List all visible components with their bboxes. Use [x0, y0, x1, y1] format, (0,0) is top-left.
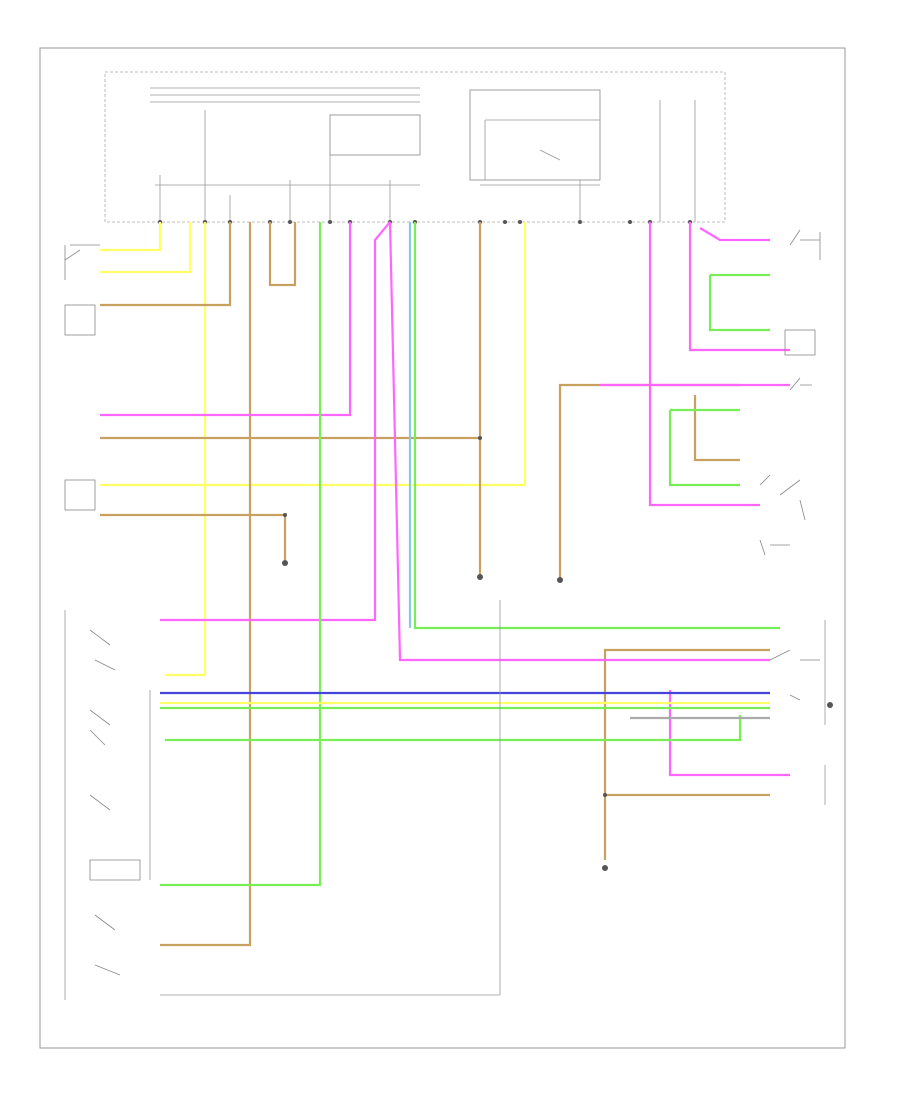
brown-wires [100, 222, 770, 947]
ground-g5 [827, 702, 833, 708]
key-switch [769, 620, 826, 805]
combination-switch [64, 600, 501, 1000]
ground-g4 [602, 865, 608, 871]
ground-g2 [477, 574, 483, 580]
wiper-motor [64, 304, 96, 336]
washer-pump [64, 479, 96, 511]
door-switch-front-left [789, 229, 821, 260]
horn-relay [64, 244, 100, 280]
green-wires [160, 222, 780, 887]
blue-wires [160, 222, 770, 695]
control-module [104, 71, 726, 223]
door-switch-front-right [784, 329, 816, 356]
door-switch-rear-left [789, 377, 812, 391]
pink-wires [100, 221, 790, 777]
door-switch-rear-right [759, 474, 806, 556]
ground-g3 [557, 577, 563, 583]
junction-dots [283, 436, 607, 797]
ground-g1 [282, 560, 288, 566]
yellow-green-wires [160, 701, 770, 720]
yellow-wires [100, 222, 527, 677]
diagram-frame [39, 47, 846, 1049]
